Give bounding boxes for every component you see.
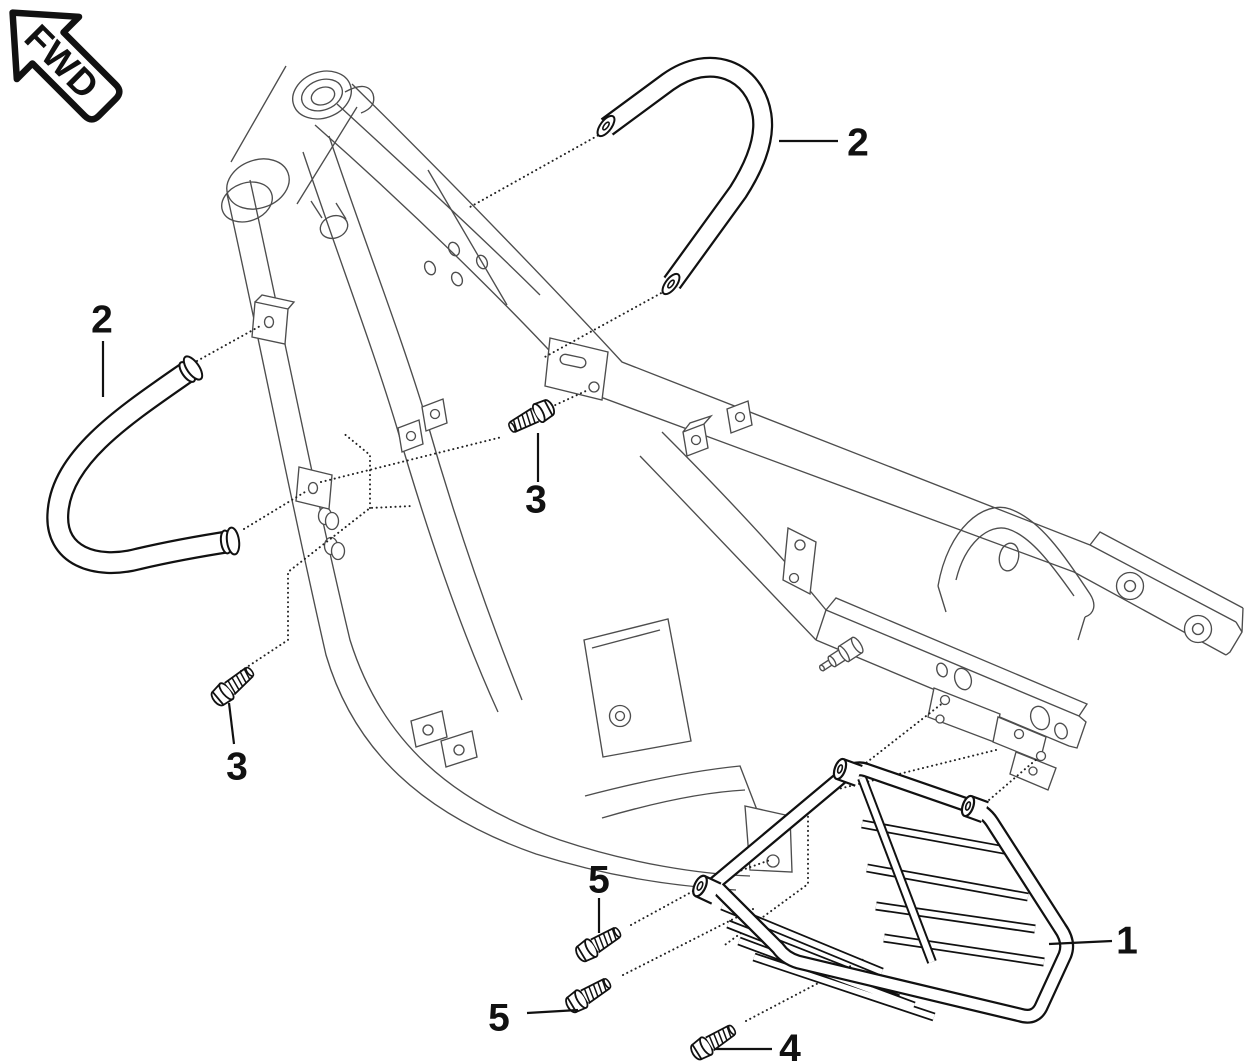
assembly-dotted-lines [196, 130, 1039, 1022]
bolt-3-upper [504, 396, 559, 439]
callout-grab-bar-front: 2 [91, 298, 113, 342]
bolt-3-lower [207, 661, 259, 710]
callout-footboard: 1 [1116, 919, 1138, 963]
grab-bar-front-part [46, 355, 241, 574]
callout-grab-bar-bolt-lower: 3 [226, 745, 248, 789]
callout-leader-lines [101, 139, 1113, 1051]
grab-bar-rear-part [596, 56, 774, 296]
bolt-5-lower [561, 972, 616, 1017]
callout-footboard-bolt-lower: 5 [488, 996, 510, 1040]
callout-footboard-bolt-bottom: 4 [779, 1027, 801, 1061]
callout-grab-bar-bolt-upper: 3 [525, 478, 547, 522]
footboard-part [692, 757, 1075, 1024]
callout-grab-bar-rear: 2 [847, 121, 869, 165]
frame-drawing [221, 65, 1244, 891]
callout-footboard-bolt-upper: 5 [588, 858, 610, 902]
bolt-4 [686, 1019, 741, 1061]
fwd-arrow-icon [9, 9, 123, 123]
